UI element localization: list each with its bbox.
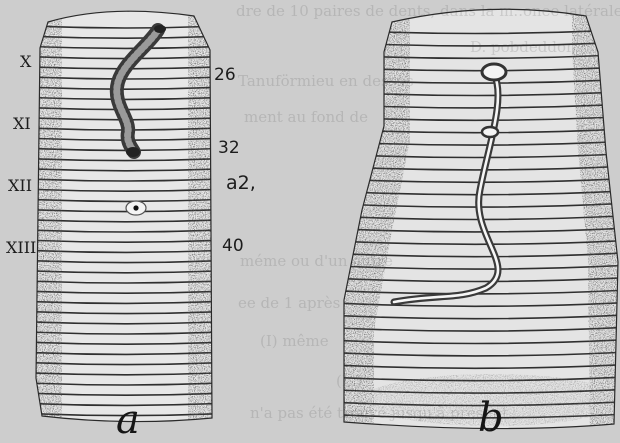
bleed-text: dre de 10 paires de dents, dans la m..on… [236, 4, 620, 19]
bleed-text: n'a pas été trouvé jusqu'à présent [250, 406, 508, 421]
bleed-text: Tanuförmieu en dessus [238, 74, 414, 89]
panel-letter-a: a [116, 400, 140, 440]
worm-body-b [330, 0, 620, 440]
segment-number-26: 26 [214, 67, 236, 84]
bleed-text: (L.) [336, 374, 362, 389]
bleed-text: (I) même [260, 334, 329, 349]
segment-number-40: 40 [222, 238, 244, 255]
segment-label-xiii: XIII [6, 240, 36, 256]
panel-letter-b: b [478, 398, 504, 438]
bleed-text: D. pobdeddor, [470, 40, 576, 55]
bleed-text: ment au fond de [244, 110, 368, 125]
bleed-text: méme ou d'un autre [240, 254, 393, 269]
segment-label-xi: XI [13, 116, 31, 132]
bleed-text: ee de 1 après [238, 296, 340, 311]
segment-label-xii: XII [8, 178, 32, 194]
segment-number-32: 32 [218, 140, 240, 157]
segment-label-x: X [20, 54, 31, 70]
mark-label-a2: a2, [226, 174, 256, 193]
pore-a [126, 201, 146, 215]
